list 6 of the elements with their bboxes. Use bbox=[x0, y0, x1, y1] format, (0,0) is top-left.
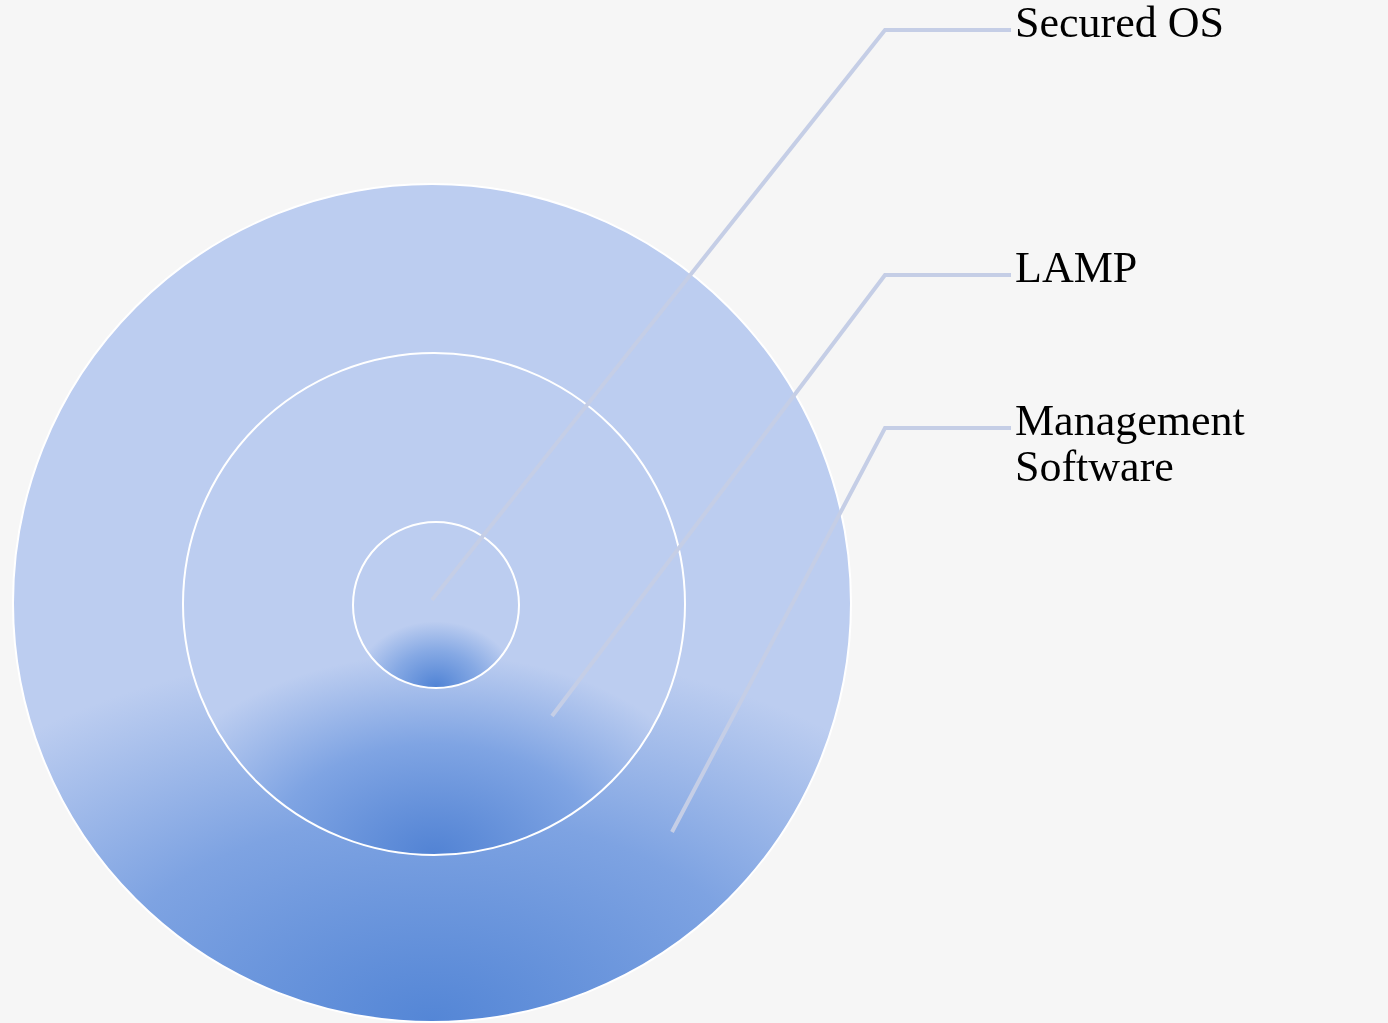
leader-line bbox=[670, 426, 1011, 833]
layer-label: Management Software bbox=[1015, 398, 1345, 490]
layer-label: LAMP bbox=[1015, 245, 1345, 291]
layer-label: Secured OS bbox=[1015, 0, 1345, 46]
leader-line bbox=[550, 273, 1011, 718]
leader-line bbox=[430, 28, 1011, 602]
